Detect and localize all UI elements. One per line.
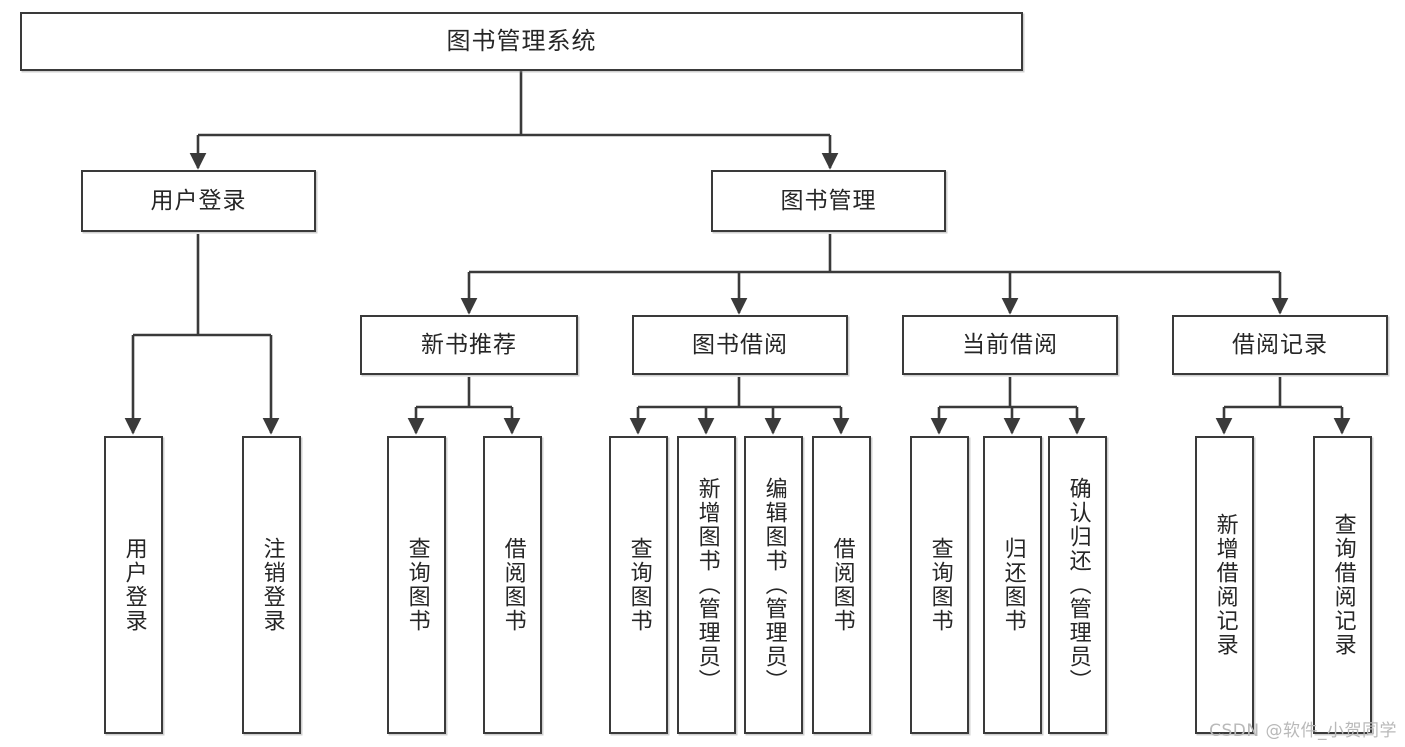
node-book-borrow[interactable]: 图书借阅: [632, 315, 848, 375]
node-label: 用户登录: [150, 187, 247, 214]
node-label: 图书管理系统: [446, 26, 597, 55]
node-label: 查询图书: [626, 537, 652, 633]
leaf-borrow-book[interactable]: 借阅图书: [812, 436, 871, 734]
node-label: 借阅记录: [1232, 331, 1328, 358]
node-label: 图书管理: [780, 187, 877, 214]
leaf-borrow-book-recommend[interactable]: 借阅图书: [483, 436, 542, 734]
leaf-query-book-recommend[interactable]: 查询图书: [387, 436, 446, 734]
node-label: 注销登录: [259, 537, 285, 633]
leaf-edit-book-admin[interactable]: 编辑图书（管理员）: [744, 436, 803, 734]
node-root-book-management-system[interactable]: 图书管理系统: [20, 12, 1023, 71]
node-new-book-recommend[interactable]: 新书推荐: [360, 315, 578, 375]
leaf-confirm-return-admin[interactable]: 确认归还（管理员）: [1048, 436, 1107, 734]
node-borrow-record[interactable]: 借阅记录: [1172, 315, 1388, 375]
node-label: 新增借阅记录: [1212, 513, 1238, 657]
leaf-user-login[interactable]: 用户登录: [104, 436, 163, 734]
leaf-logout[interactable]: 注销登录: [242, 436, 301, 734]
leaf-query-book-current[interactable]: 查询图书: [910, 436, 969, 734]
leaf-add-book-admin[interactable]: 新增图书（管理员）: [677, 436, 736, 734]
node-label: 查询借阅记录: [1330, 513, 1356, 657]
node-label: 确认归还（管理员）: [1065, 477, 1091, 693]
node-label: 查询图书: [404, 537, 430, 633]
node-label: 归还图书: [1000, 537, 1026, 633]
node-label: 用户登录: [121, 537, 147, 633]
node-label: 当前借阅: [962, 331, 1058, 358]
node-current-borrow[interactable]: 当前借阅: [902, 315, 1118, 375]
node-label: 借阅图书: [829, 537, 855, 633]
watermark-text: CSDN @软件_小贺同学: [1209, 721, 1397, 741]
node-label: 新增图书（管理员）: [694, 477, 720, 693]
leaf-return-book[interactable]: 归还图书: [983, 436, 1042, 734]
node-book-management[interactable]: 图书管理: [711, 170, 946, 232]
node-label: 查询图书: [927, 537, 953, 633]
leaf-query-book-borrow[interactable]: 查询图书: [609, 436, 668, 734]
node-label: 新书推荐: [421, 331, 517, 358]
node-label: 图书借阅: [692, 331, 788, 358]
node-label: 编辑图书（管理员）: [761, 477, 787, 693]
node-user-login[interactable]: 用户登录: [81, 170, 316, 232]
leaf-query-borrow-record[interactable]: 查询借阅记录: [1313, 436, 1372, 734]
node-label: 借阅图书: [500, 537, 526, 633]
leaf-add-borrow-record[interactable]: 新增借阅记录: [1195, 436, 1254, 734]
